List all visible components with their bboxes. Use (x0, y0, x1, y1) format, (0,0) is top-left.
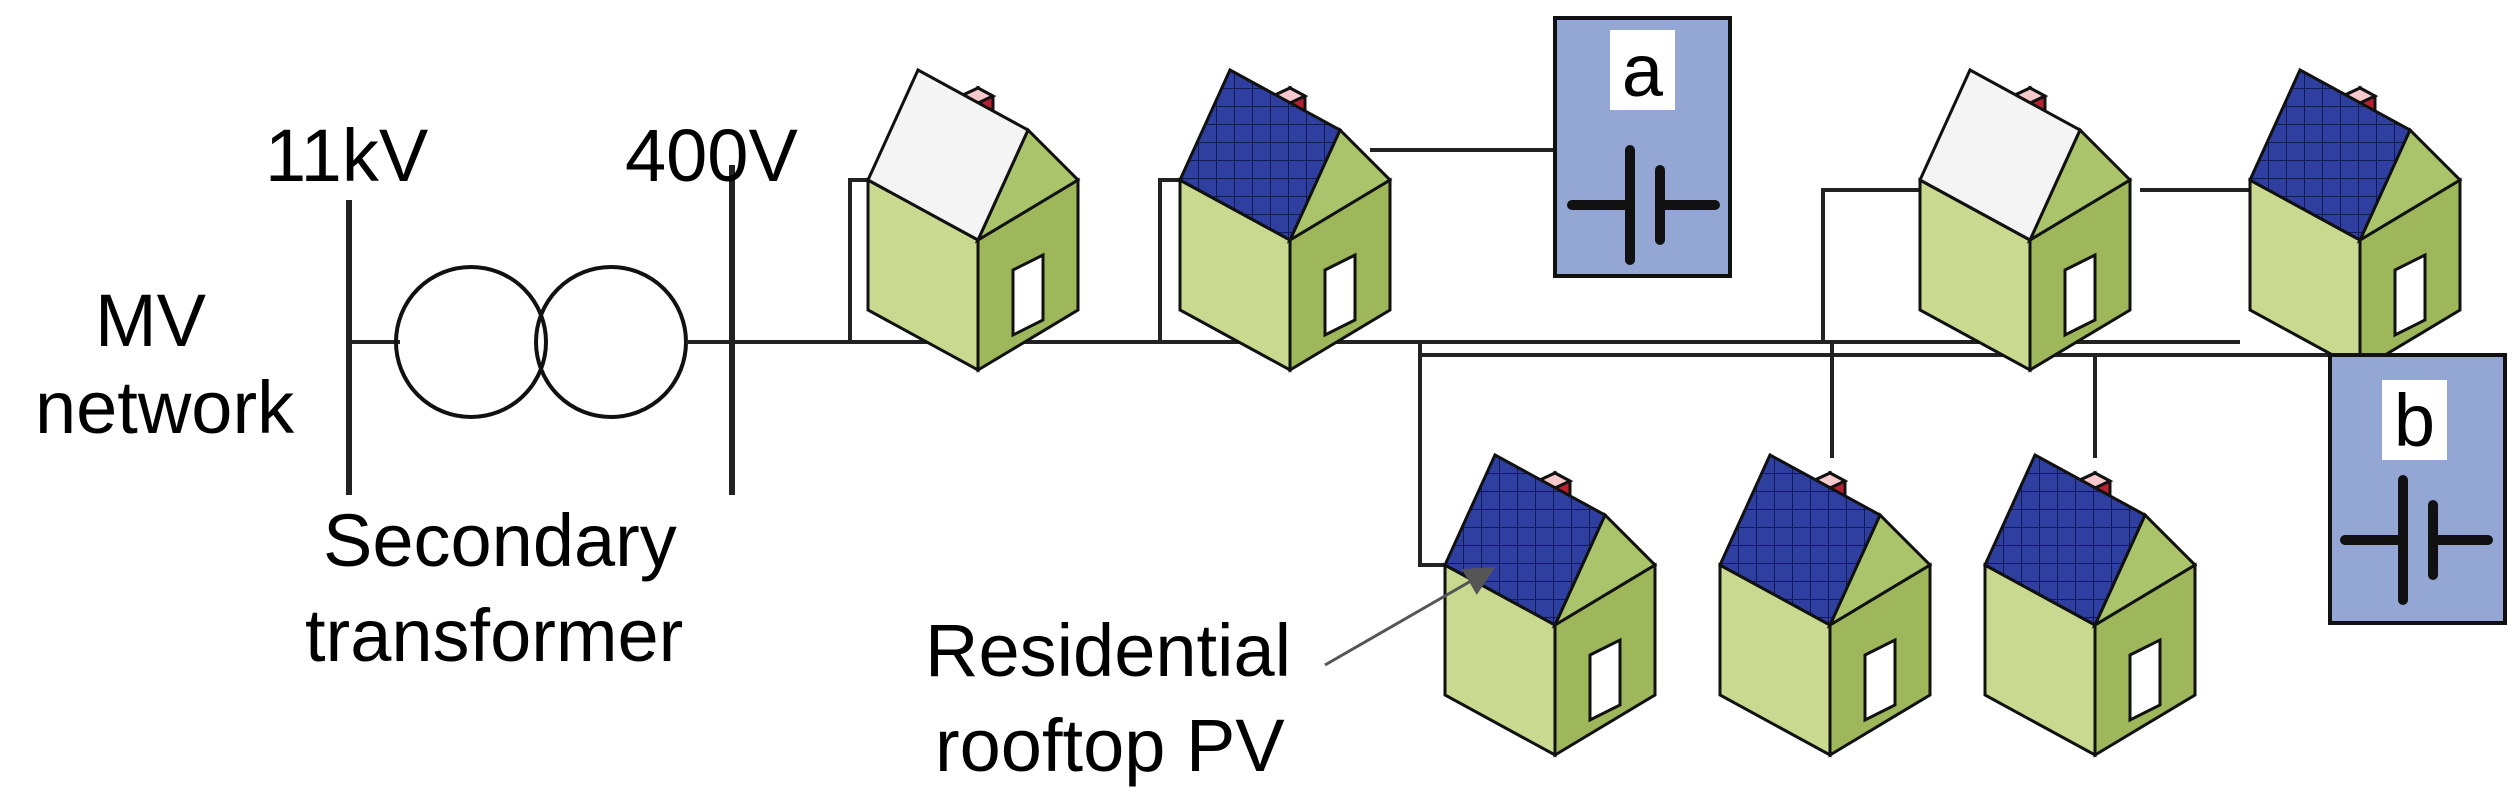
house-1 (866, 67, 1080, 372)
battery-icon (2340, 475, 2493, 605)
house-6 (1718, 452, 1932, 757)
transformer-primary-coil (394, 265, 548, 419)
storage-unit-b (2328, 353, 2507, 625)
storage-b-label: b (2393, 379, 2436, 462)
storage-unit-a (1553, 16, 1732, 278)
pv-label-line1: Residential (925, 609, 1292, 692)
house-5 (1443, 452, 1657, 757)
storage-a-label: a (1621, 29, 1664, 112)
solar-panel (2248, 67, 2412, 243)
mv-network-label-line2: network (35, 366, 295, 449)
solar-panel (1178, 67, 1342, 243)
house-7 (1983, 452, 2197, 757)
lv-voltage-label: 400V (625, 114, 798, 197)
roof-plain (1918, 67, 2082, 243)
hv-voltage-label: 11kV (265, 114, 429, 197)
battery-icon (1567, 145, 1720, 265)
mv-network-label-line1: MV (95, 279, 206, 362)
service-line-3 (1821, 188, 1930, 342)
solar-panel (1718, 452, 1882, 628)
service-line-5 (1418, 355, 1450, 567)
house-2 (1178, 67, 1392, 372)
transformer-label-line2: transformer (305, 594, 684, 677)
roof-plain (866, 67, 1030, 243)
pv-pointer-arrow (1324, 567, 1496, 667)
transformer-secondary-coil (534, 265, 688, 419)
house-4 (2248, 67, 2462, 372)
pv-label-line2: rooftop PV (935, 704, 1285, 787)
transformer-label-line1: Secondary (323, 499, 677, 582)
solar-panel (1983, 452, 2147, 628)
house-3 (1918, 67, 2132, 372)
